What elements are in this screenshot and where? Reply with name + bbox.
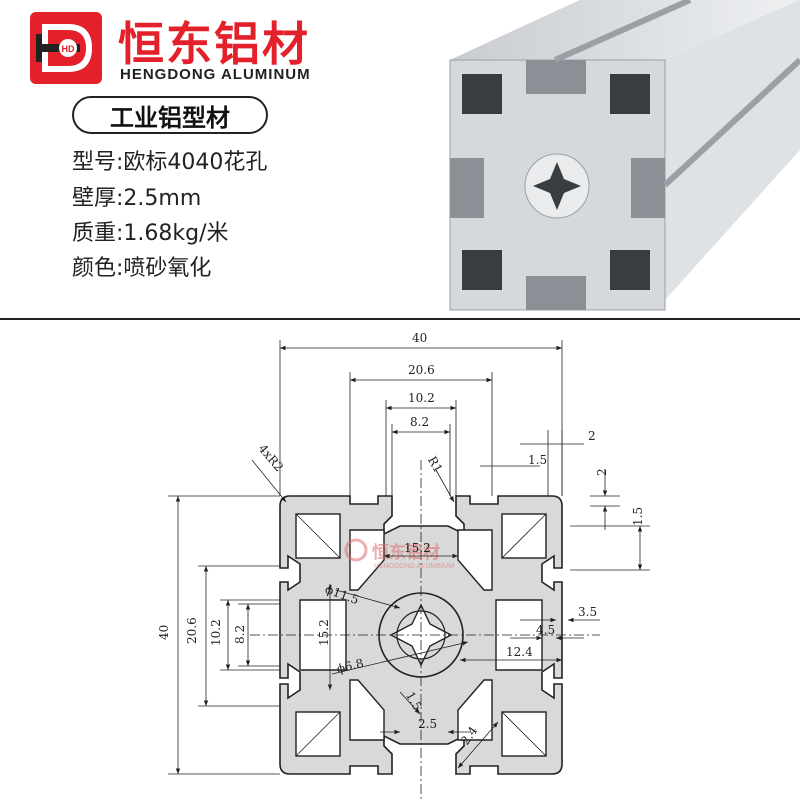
dim-right-1-5: 1.5	[631, 507, 645, 526]
dim-width: 40	[412, 331, 427, 345]
dim-right-2: 2	[595, 468, 609, 476]
dim-slot-inner: 8.2	[410, 415, 429, 429]
spec-value: 喷砂氧化	[123, 256, 212, 281]
dim-hole-diameter: ϕ6.8	[335, 656, 365, 676]
left-dimensions	[168, 495, 333, 775]
spec-value: 2.5mm	[123, 186, 202, 211]
spec-label: 壁厚:	[72, 186, 124, 211]
dim-right-3-5: 3.5	[578, 605, 597, 619]
top-dimensions	[279, 340, 563, 496]
spec-wall-thickness: 壁厚:2.5mm	[72, 180, 201, 212]
brand-name-en: HENGDONG ALUMINUM	[120, 66, 311, 83]
right-dimensions	[460, 617, 600, 663]
brand-logo: HD	[30, 12, 102, 84]
bottom-dimensions	[380, 691, 499, 769]
brand-logo-letters: HD	[62, 44, 75, 54]
dim-height: 40	[157, 625, 171, 640]
dim-right-4-5: 4.5	[536, 623, 555, 637]
product-title: 工业铝型材	[72, 96, 268, 134]
dim-left-20-6: 20.6	[185, 617, 199, 644]
dim-left-10-2: 10.2	[209, 619, 223, 646]
technical-drawing: 恒东铝材 HENGDONG ALUMINUM 40 20.6 10.2 8.2 …	[157, 331, 650, 800]
dim-corner-radius: 4xR2	[256, 442, 287, 475]
dim-right-12-4: 12.4	[506, 645, 533, 659]
spec-model: 型号:欧标4040花孔	[72, 144, 267, 176]
dim-left-8-2: 8.2	[233, 625, 247, 644]
spec-label: 颜色:	[72, 256, 124, 281]
dim-core-width: 15.2	[404, 541, 431, 555]
dim-top-2: 2	[588, 429, 596, 443]
dim-top-1-5: 1.5	[528, 453, 547, 467]
spec-value: 1.68kg/米	[123, 221, 229, 246]
brand-name-cn: 恒东铝材	[118, 17, 310, 71]
dim-left-15-2: 15.2	[317, 619, 331, 646]
watermark-name-en: HENGDONG ALUMINUM	[374, 563, 454, 570]
spec-value: 欧标4040花孔	[123, 150, 268, 175]
aluminum-profile-render	[449, 0, 800, 311]
top-right-dimensions	[480, 430, 650, 571]
dim-fillet: R1	[425, 454, 445, 475]
section-divider	[0, 318, 800, 320]
spec-color: 颜色:喷砂氧化	[72, 250, 211, 282]
spec-label: 型号:	[72, 150, 124, 175]
dim-slot-mid: 10.2	[408, 391, 435, 405]
spec-label: 质重:	[72, 221, 124, 246]
dim-bottom-2-5: 2.5	[418, 717, 437, 731]
spec-weight: 质重:1.68kg/米	[72, 215, 229, 247]
dim-slot-outer: 20.6	[408, 363, 435, 377]
